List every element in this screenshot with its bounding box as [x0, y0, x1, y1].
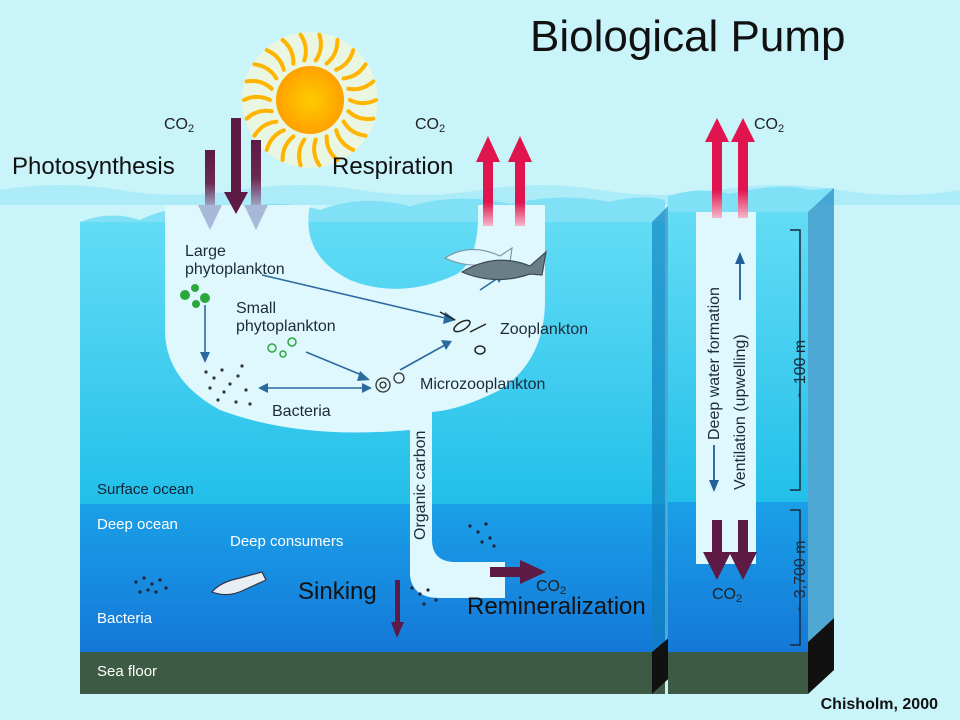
squid-icon	[211, 571, 267, 596]
column-floor-side	[808, 618, 834, 694]
co2-deep-water-label: CO2	[712, 586, 743, 605]
surface-depth-label: ~ 100 m	[792, 339, 809, 398]
sinking-arrow	[391, 580, 404, 638]
sun-ray	[252, 119, 279, 138]
organic-carbon-label: Organic carbon	[412, 430, 429, 540]
co2-remineralization-label: CO2	[536, 578, 567, 597]
sun-ray	[298, 32, 308, 63]
zooplankton-icon	[439, 311, 487, 355]
deep-depth-label: ~ 3,700 m	[792, 540, 809, 612]
sun-ray	[346, 79, 376, 92]
bacteria-cluster-icon	[204, 364, 252, 406]
column-flow-arrows	[709, 252, 745, 492]
sun-ray	[252, 62, 279, 81]
sun-ray	[348, 98, 378, 106]
deep-ocean-label: Deep ocean	[97, 516, 178, 533]
co2-ventilation-label: CO2	[754, 116, 785, 135]
sun-ray	[264, 128, 286, 152]
remineralization-label: Remineralization	[467, 593, 646, 620]
small-phytoplankton-icon	[267, 337, 297, 358]
deep-ocean-layer	[80, 504, 665, 652]
deep-water-formation-label: Deep water formation	[706, 287, 723, 440]
sun-ray	[334, 48, 356, 72]
co2-respiration-label: CO2	[415, 116, 446, 135]
column-flow-channel	[696, 212, 756, 564]
photosynthesis-label: Photosynthesis	[12, 153, 175, 180]
sun-ray	[313, 32, 323, 63]
photosynthesis-arrows	[198, 118, 268, 230]
pump-flow-shape	[165, 205, 545, 598]
surface-depth-bracket	[790, 229, 801, 491]
microzooplankton-icon	[375, 372, 405, 393]
sun-ray	[280, 134, 296, 163]
sun-ray	[244, 108, 274, 121]
credit-label: Chisholm, 2000	[820, 696, 938, 713]
deep-depth-bracket	[790, 509, 801, 646]
remineralization-bacteria-icon	[410, 522, 496, 606]
co2-photosynthesis-label: CO2	[164, 116, 195, 135]
page-title: Biological Pump	[530, 12, 846, 61]
sun-icon	[242, 32, 378, 168]
sea-floor-layer	[80, 652, 665, 694]
sea-floor-label: Sea floor	[97, 663, 158, 680]
sun-ray	[324, 134, 340, 163]
remineralization-arrow	[490, 560, 546, 584]
sun-ray	[312, 137, 322, 168]
sun-ray	[324, 37, 340, 66]
sun-ray	[341, 119, 368, 138]
sun-ray	[244, 78, 274, 91]
deep-bacteria-label: Bacteria	[97, 610, 153, 627]
respiration-label: Respiration	[332, 153, 454, 180]
sun-ray	[280, 37, 296, 66]
sun-ray	[242, 94, 272, 102]
sinking-label: Sinking	[298, 578, 377, 605]
zooplankton-label: Zooplankton	[500, 321, 589, 338]
ventilation-label: Ventilation (upwelling)	[732, 334, 749, 490]
sun-ray	[264, 48, 286, 72]
microzooplankton-label: Microzooplankton	[420, 376, 546, 393]
sun-ray	[346, 109, 376, 122]
column-floor	[668, 652, 808, 694]
deep-water-co2-arrows	[703, 520, 757, 580]
sun-ray	[334, 128, 356, 152]
respiration-arrows	[476, 136, 532, 226]
column-top-face	[668, 186, 834, 212]
column-side-face	[808, 188, 834, 642]
deep-consumers-label: Deep consumers	[230, 533, 344, 550]
deep-bacteria-cluster-icon	[134, 576, 168, 594]
surface-ocean-label: Surface ocean	[97, 481, 194, 498]
bacteria-label: Bacteria	[272, 403, 331, 420]
sun-ray	[297, 137, 307, 168]
ventilation-co2-arrows	[705, 118, 755, 218]
sun-ray	[341, 62, 368, 81]
fish-icon	[443, 246, 547, 281]
large-phytoplankton-icon	[180, 284, 210, 308]
